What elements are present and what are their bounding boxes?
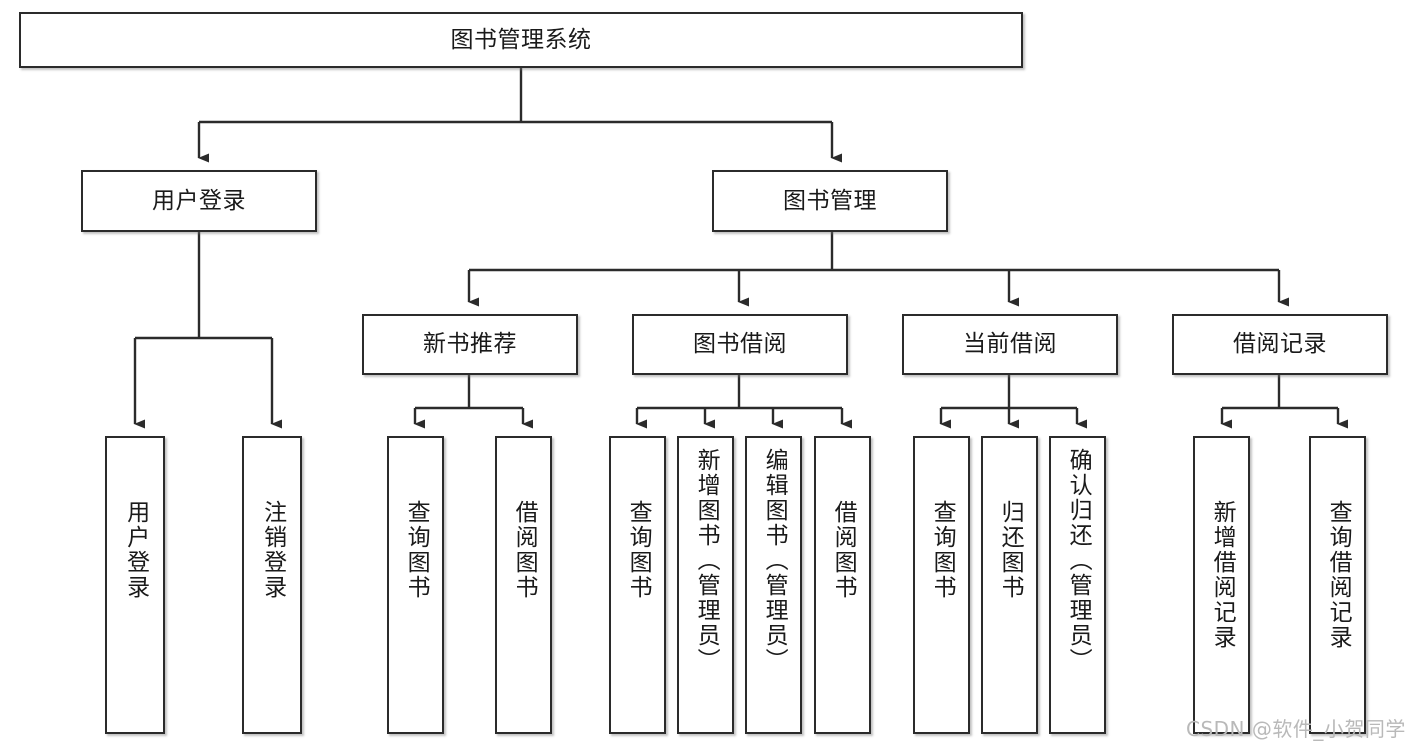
- leaf-current-borrow-query-label: 查询图书: [929, 500, 956, 600]
- leaf-book-borrow-borrow-label: 借阅图书: [830, 500, 857, 600]
- leaf-current-borrow-confirm-return[interactable]: 确认归还（管理员）: [1049, 436, 1106, 734]
- leaf-current-borrow-confirm-return-label: 确认归还（管理员）: [1065, 448, 1092, 673]
- leaf-borrow-record-query-label: 查询借阅记录: [1325, 500, 1352, 650]
- node-new-book-recommend[interactable]: 新书推荐: [362, 314, 578, 375]
- leaf-current-borrow-return[interactable]: 归还图书: [981, 436, 1038, 734]
- leaf-book-borrow-edit[interactable]: 编辑图书（管理员）: [745, 436, 802, 734]
- leaf-book-borrow-query[interactable]: 查询图书: [609, 436, 666, 734]
- leaf-user-login-logout[interactable]: 注销登录: [242, 436, 302, 734]
- leaf-book-borrow-add[interactable]: 新增图书（管理员）: [677, 436, 734, 734]
- node-book-borrow[interactable]: 图书借阅: [632, 314, 848, 375]
- leaf-book-borrow-query-label: 查询图书: [625, 500, 652, 600]
- leaf-current-borrow-return-label: 归还图书: [997, 500, 1024, 600]
- node-current-borrow-label: 当前借阅: [963, 331, 1057, 358]
- node-new-book-recommend-label: 新书推荐: [423, 331, 517, 358]
- node-root-label: 图书管理系统: [450, 26, 592, 53]
- leaf-borrow-record-add[interactable]: 新增借阅记录: [1193, 436, 1250, 734]
- watermark-text: CSDN @软件_小贺同学: [1186, 717, 1405, 741]
- leaf-user-login-login[interactable]: 用户登录: [105, 436, 165, 734]
- leaf-borrow-record-add-label: 新增借阅记录: [1209, 500, 1236, 650]
- leaf-user-login-logout-label: 注销登录: [259, 500, 286, 600]
- leaf-new-book-query-label: 查询图书: [403, 500, 430, 600]
- node-book-borrow-label: 图书借阅: [693, 331, 787, 358]
- node-user-login-label: 用户登录: [152, 187, 246, 214]
- node-book-management[interactable]: 图书管理: [712, 170, 948, 232]
- node-current-borrow[interactable]: 当前借阅: [902, 314, 1118, 375]
- leaf-book-borrow-edit-label: 编辑图书（管理员）: [761, 448, 788, 673]
- leaf-user-login-login-label: 用户登录: [122, 500, 149, 600]
- leaf-new-book-borrow[interactable]: 借阅图书: [495, 436, 552, 734]
- leaf-book-borrow-add-label: 新增图书（管理员）: [693, 448, 720, 673]
- leaf-book-borrow-borrow[interactable]: 借阅图书: [814, 436, 871, 734]
- leaf-current-borrow-query[interactable]: 查询图书: [913, 436, 970, 734]
- node-root[interactable]: 图书管理系统: [19, 12, 1023, 68]
- node-borrow-record-label: 借阅记录: [1233, 331, 1327, 358]
- leaf-new-book-borrow-label: 借阅图书: [511, 500, 538, 600]
- leaf-borrow-record-query[interactable]: 查询借阅记录: [1309, 436, 1366, 734]
- leaf-new-book-query[interactable]: 查询图书: [387, 436, 444, 734]
- node-borrow-record[interactable]: 借阅记录: [1172, 314, 1388, 375]
- node-user-login[interactable]: 用户登录: [81, 170, 317, 232]
- node-book-management-label: 图书管理: [783, 187, 877, 214]
